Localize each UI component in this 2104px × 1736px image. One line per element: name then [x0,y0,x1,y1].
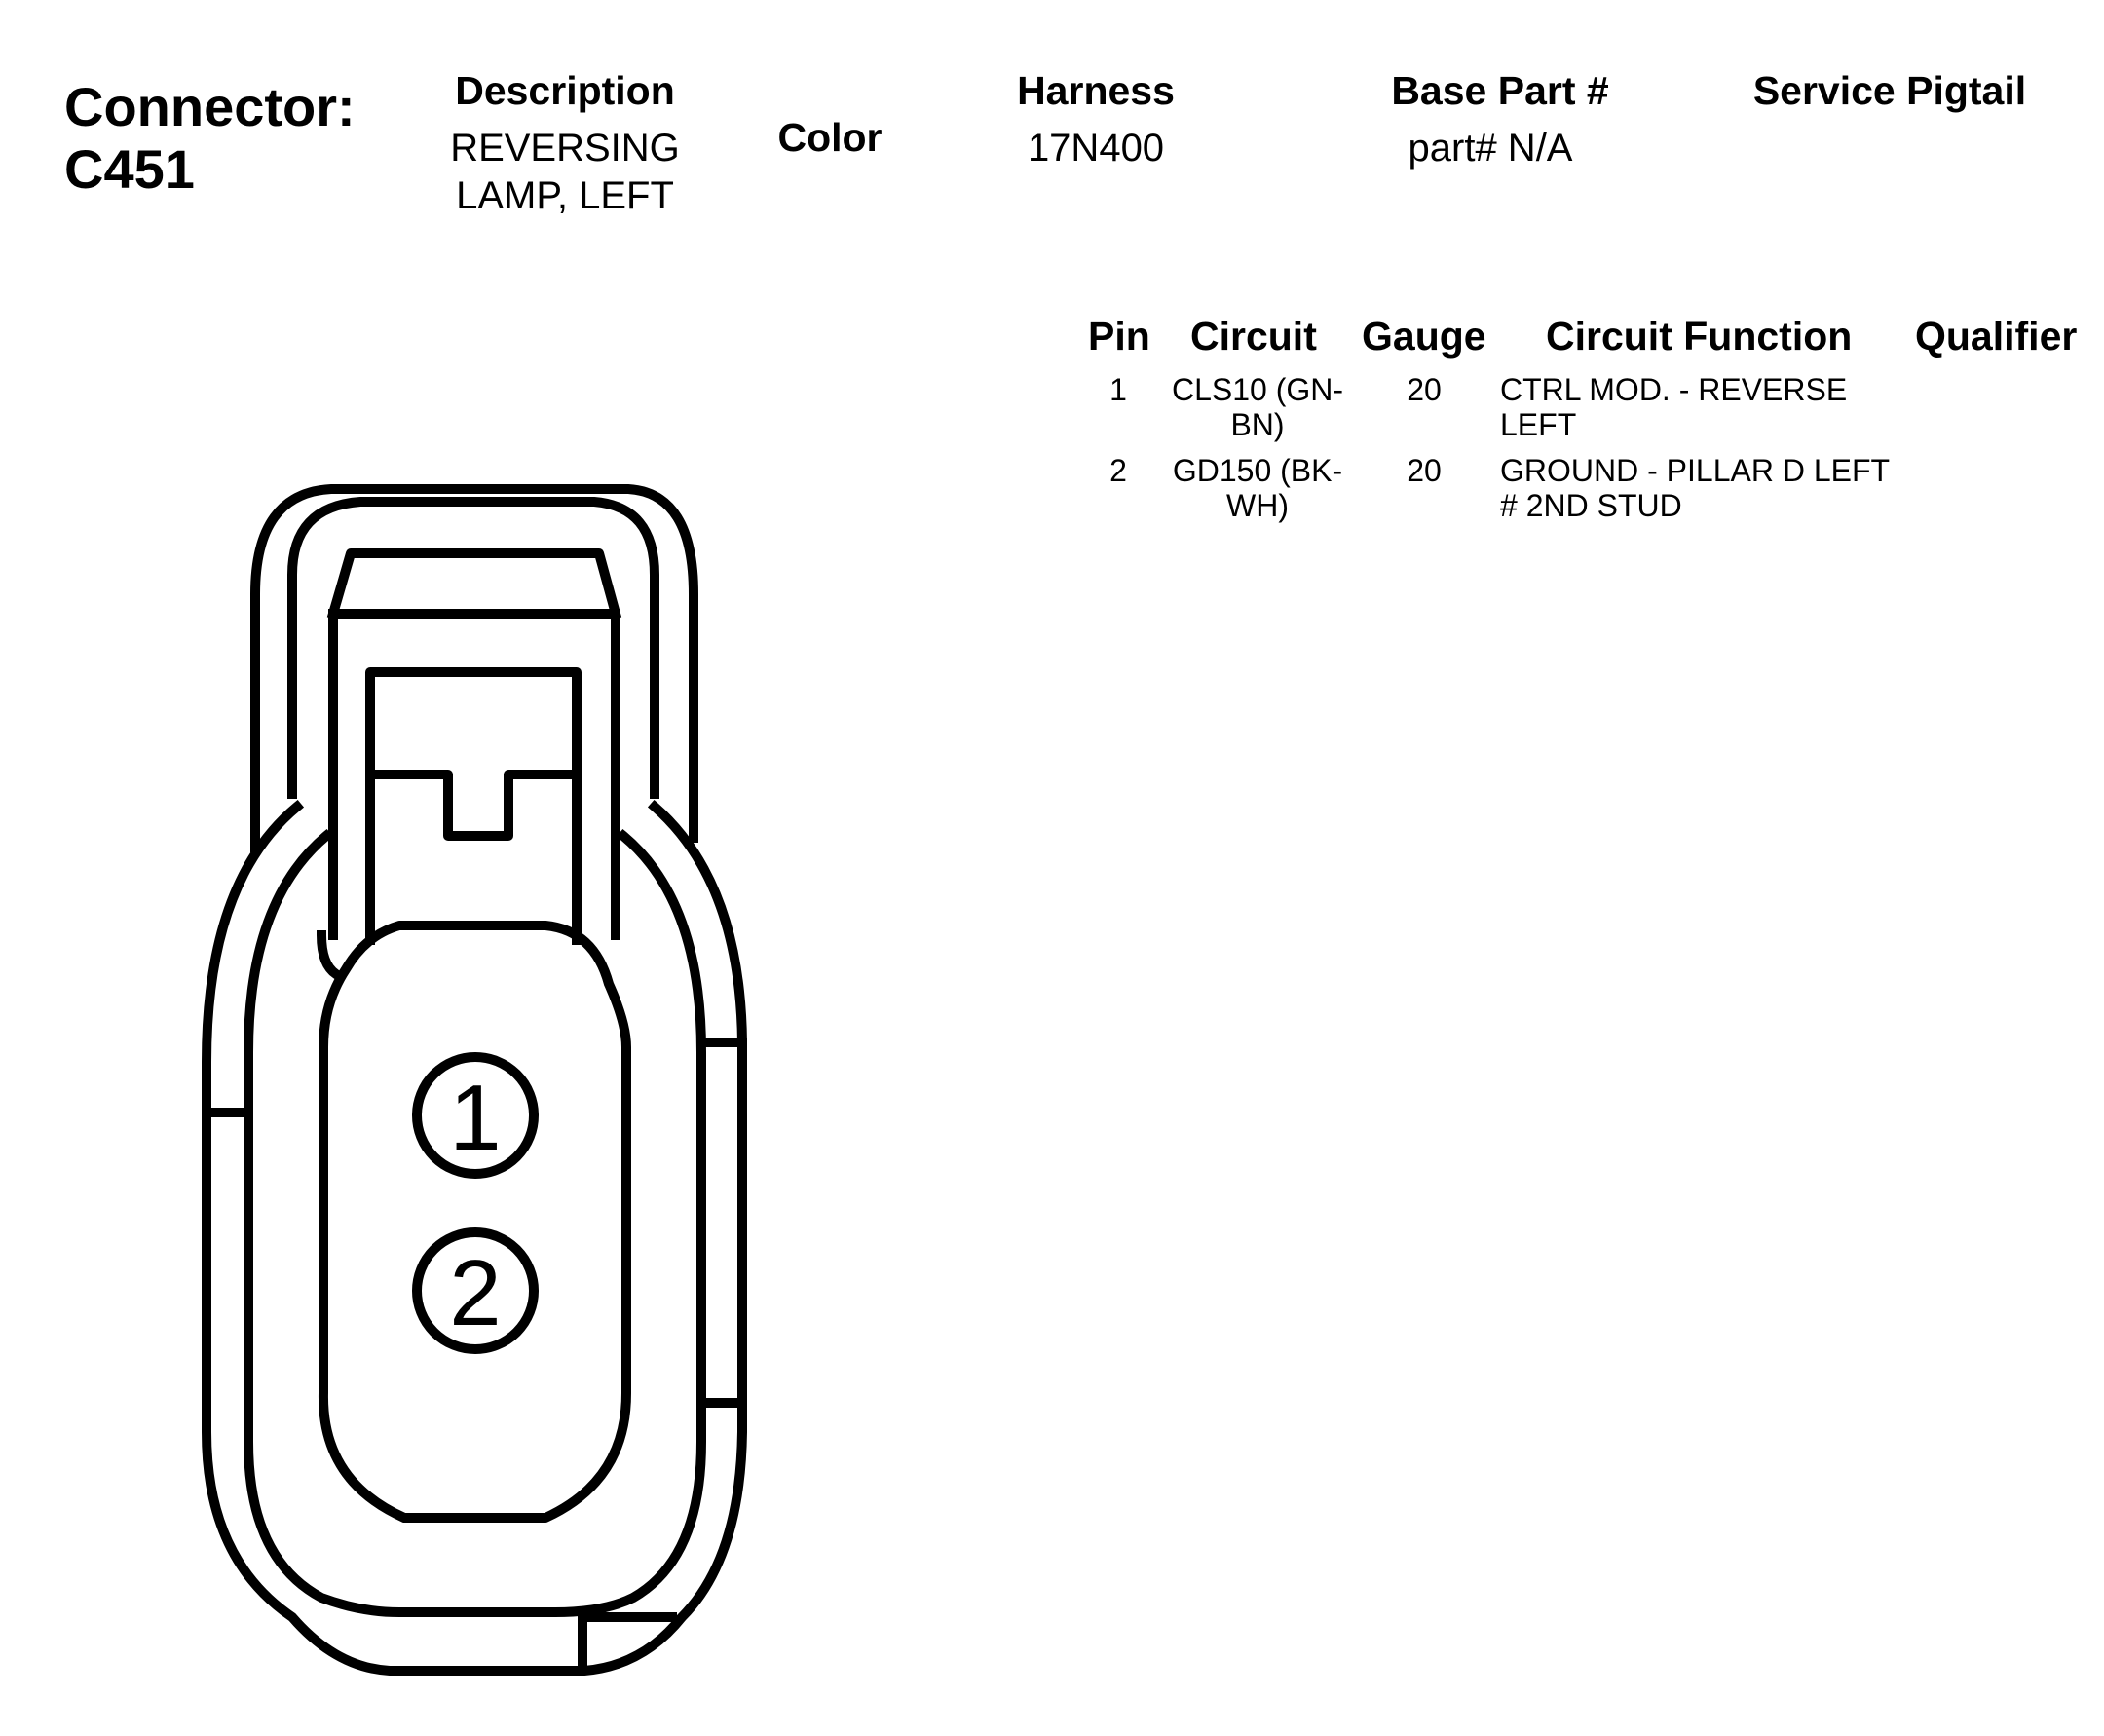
harness-value: 17N400 [1027,127,1165,170]
circuit-line-2: WH) [1226,488,1289,523]
latch-outer [250,484,698,852]
description-line-1: REVERSING [450,127,680,170]
function-cell: GROUND - PILLAR D LEFT # 2ND STUD [1500,453,1929,523]
connector-id: C451 [64,138,195,200]
harness-header: Harness [1017,68,1175,113]
gauge-cell: 20 [1407,453,1442,488]
base-part-value: part# N/A [1408,127,1573,170]
pin-2-label: 2 [449,1241,501,1345]
th-circuit-function: Circuit Function [1546,314,1853,359]
gauge-cell: 20 [1407,372,1442,407]
th-pin: Pin [1088,314,1150,359]
connector-title: Connector: C451 [64,76,356,201]
latch-inner [287,497,659,799]
service-pigtail-header: Service Pigtail [1752,68,2027,113]
function-line-1: GROUND - PILLAR D LEFT [1500,453,1891,488]
pin-2-circle [412,1227,539,1354]
circuit-cell: CLS10 (GN- BN) [1155,372,1360,442]
connector-label: Connector: [64,76,356,137]
pin-1-circle [412,1052,539,1179]
pin-cell: 2 [1109,453,1127,488]
pin-1-label: 1 [449,1066,501,1170]
body-middle [244,828,706,1617]
description-header: Description [455,68,675,113]
th-qualifier: Qualifier [1915,314,2078,359]
function-line-2: # 2ND STUD [1500,488,1682,523]
description-line-2: LAMP, LEFT [456,174,674,217]
lock-notch [365,770,582,841]
circuit-cell: GD150 (BK- WH) [1155,453,1360,523]
function-line-1: CTRL MOD. - REVERSE [1500,372,1848,407]
function-cell: CTRL MOD. - REVERSE LEFT [1500,372,1909,442]
lock-tab [365,667,582,945]
color-header: Color [777,115,883,160]
pin-housing [318,921,631,1523]
function-line-2: LEFT [1500,407,1577,442]
circuit-line-1: GD150 (BK- [1172,453,1343,488]
th-circuit: Circuit [1190,314,1317,359]
th-gauge: Gauge [1362,314,1486,359]
latch-window [326,548,622,621]
circuit-line-2: BN) [1230,407,1285,442]
pin-cell: 1 [1109,372,1127,407]
circuit-line-1: CLS10 (GN- [1171,372,1344,407]
body-outer [202,799,747,1676]
description-value: REVERSING LAMP, LEFT [419,125,711,220]
base-part-header: Base Part # [1391,68,1609,113]
